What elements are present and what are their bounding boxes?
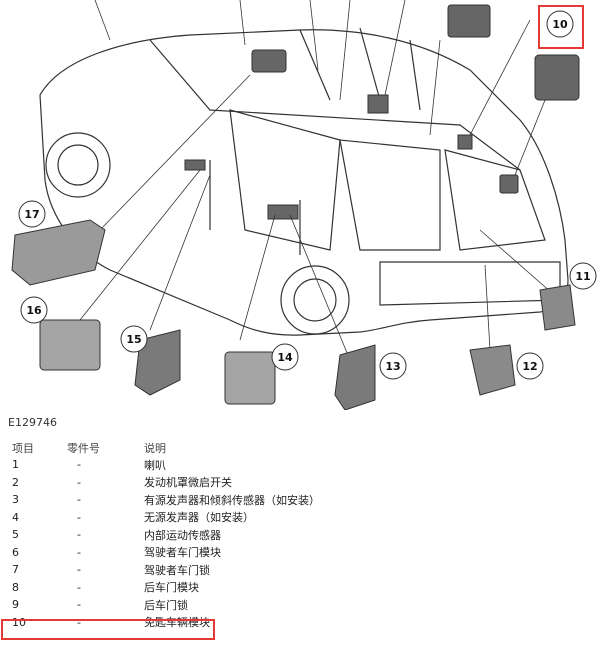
item-cell: 3: [12, 493, 19, 507]
table-row: 2 - 发动机罩微启开关: [6, 474, 596, 492]
callout-11: 11: [569, 262, 597, 290]
item-cell: 2: [12, 475, 19, 489]
part-cell: -: [77, 615, 81, 629]
description-cell: 发动机罩微启开关: [144, 476, 232, 490]
part-cell: -: [77, 528, 81, 542]
callout-10-highlight: [538, 5, 584, 49]
table-row: 3 - 有源发声器和倾斜传感器（如安装）: [6, 491, 596, 509]
part-cell: -: [77, 510, 81, 524]
part-cell: -: [77, 563, 81, 577]
part-cell: -: [77, 545, 81, 559]
description-cell: 内部运动传感器: [144, 528, 221, 542]
description-cell: 驾驶者车门模块: [144, 546, 221, 560]
callout-17: 17: [18, 200, 46, 228]
item-cell: 7: [12, 563, 19, 577]
vehicle-diagram: 10 11 12 13 14 15 16 17: [11, 0, 597, 411]
exploded-components: [11, 219, 576, 411]
table-row: 8 - 后车门模块: [6, 579, 596, 597]
item-cell: 6: [12, 545, 19, 559]
callout-16: 16: [20, 296, 48, 324]
item-cell: 8: [12, 580, 19, 594]
description-cell: 无源发声器（如安装）: [144, 511, 254, 525]
table-header-row: 项目 零件号 说明: [6, 440, 596, 456]
part-cell: -: [77, 475, 81, 489]
callout-markers: 10 11 12 13 14 15 16 17: [18, 10, 597, 380]
svg-text:12: 12: [522, 360, 537, 373]
svg-text:14: 14: [277, 351, 293, 364]
vehicle-outline: [39, 27, 569, 336]
table-row: 1 - 喇叭: [6, 456, 596, 474]
header-description: 说明: [144, 442, 166, 455]
table-row: 4 - 无源发声器（如安装）: [6, 509, 596, 527]
figure-id: E129746: [8, 416, 57, 429]
component-marks: [184, 4, 580, 220]
callout-14: 14: [271, 343, 299, 371]
item-cell: 5: [12, 528, 19, 542]
callout-13: 13: [379, 352, 407, 380]
callout-15: 15: [120, 325, 148, 353]
description-cell: 有源发声器和倾斜传感器（如安装）: [144, 493, 320, 507]
description-cell: 后车门模块: [144, 581, 199, 595]
description-cell: 后车门锁: [144, 598, 188, 612]
header-item: 项目: [12, 442, 34, 455]
svg-text:17: 17: [24, 208, 39, 221]
header-part-number: 零件号: [67, 442, 100, 455]
description-cell: 驾驶者车门锁: [144, 563, 210, 577]
part-cell: -: [77, 458, 81, 472]
callout-12: 12: [516, 352, 544, 380]
item-cell: 4: [12, 510, 19, 524]
part-cell: -: [77, 598, 81, 612]
table-row: 6 - 驾驶者车门模块: [6, 544, 596, 562]
item-cell: 9: [12, 598, 19, 612]
row-10-highlight: [1, 619, 215, 640]
description-cell: 喇叭: [144, 458, 166, 472]
parts-table: 项目 零件号 说明 1 - 喇叭 2 - 发动机罩微启开关 3 - 有源发声器和倾斜传感器（…: [6, 440, 596, 631]
table-row: 5 - 内部运动传感器: [6, 526, 596, 544]
svg-text:10: 10: [552, 18, 568, 31]
svg-text:13: 13: [385, 360, 400, 373]
part-cell: -: [77, 580, 81, 594]
table-row: 9 - 后车门锁: [6, 596, 596, 614]
svg-text:15: 15: [126, 333, 141, 346]
table-row: 7 - 驾驶者车门锁: [6, 561, 596, 579]
item-cell: 1: [12, 458, 19, 472]
leader-lines: [79, 0, 561, 361]
svg-text:11: 11: [575, 270, 590, 283]
callout-10: 10: [546, 10, 574, 38]
svg-text:16: 16: [26, 304, 42, 317]
part-cell: -: [77, 493, 81, 507]
